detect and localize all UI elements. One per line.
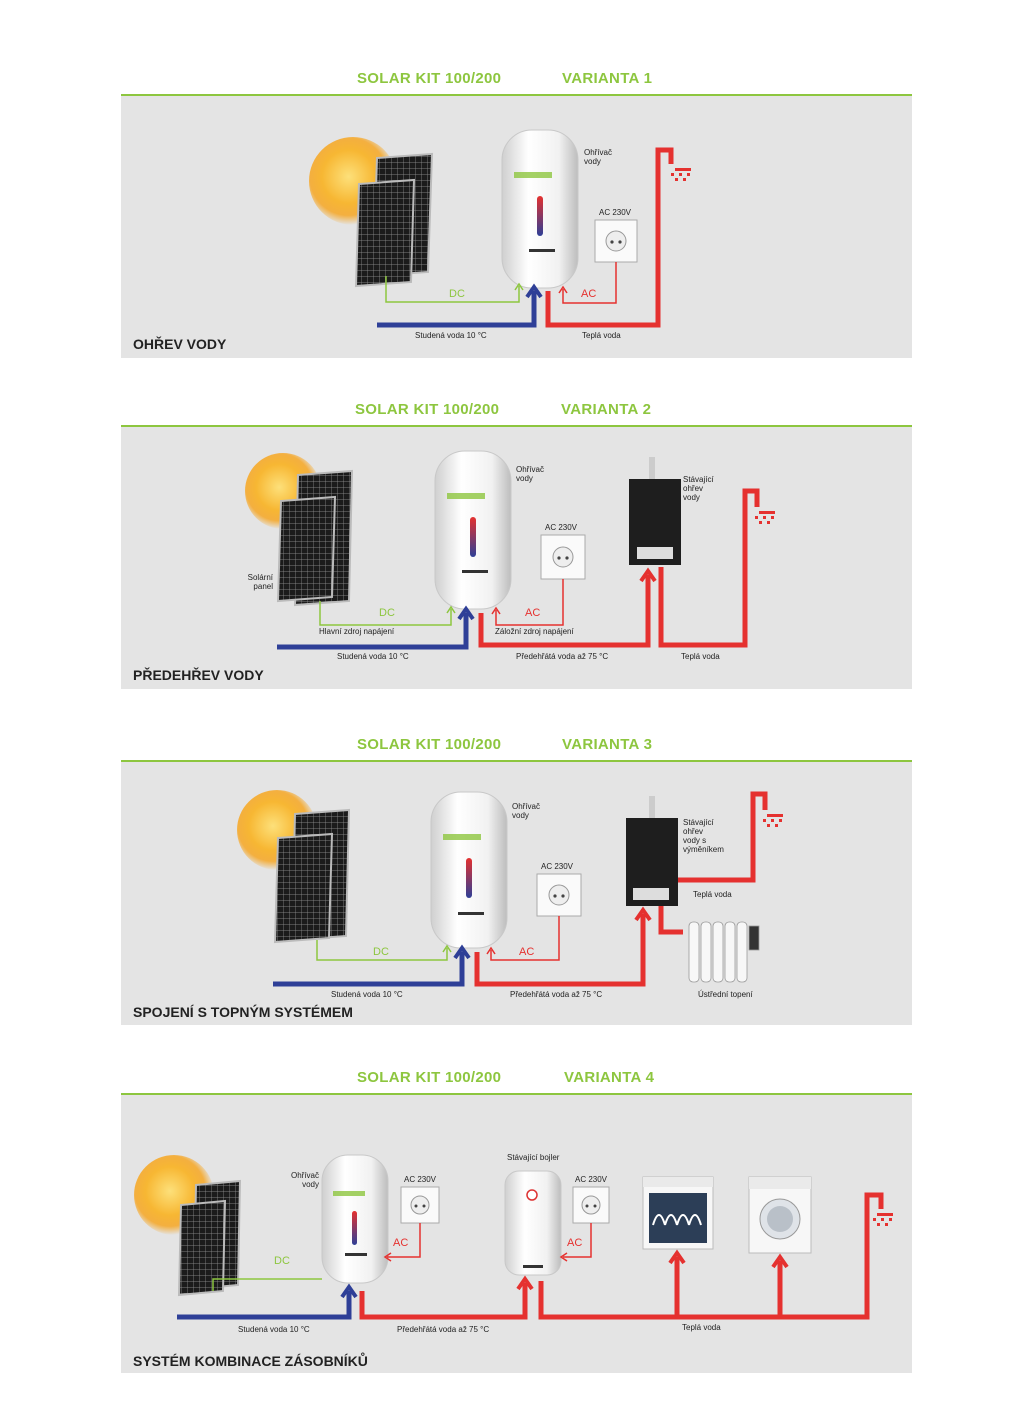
heater-label: Ohřívač vody: [290, 1171, 319, 1189]
gas-boiler-icon: [629, 457, 681, 565]
existing-boiler-label: Stávající bojler: [507, 1153, 560, 1162]
solar-panel-icon: [354, 152, 434, 288]
diagram-panel-1: Ohřívač vody AC 230V DC AC Studená voda …: [121, 94, 912, 358]
water-heater-icon: [504, 1170, 562, 1276]
kit-name-2: SOLAR KIT 100/200: [355, 401, 500, 418]
socket-label: AC 230V: [599, 208, 632, 217]
socket-label: AC 230V: [545, 523, 578, 532]
variant-label-3: VARIANTA 3: [562, 736, 653, 753]
preheated-water-label: Předehřátá voda až 75 °C: [397, 1325, 490, 1334]
backup-power-label: Záložní zdroj napájení: [495, 627, 574, 636]
variant-label-1: VARIANTA 1: [562, 70, 653, 87]
water-heater-icon: [321, 1154, 389, 1284]
diagram-panel-3: Ohřívač vody AC 230V Stávající ohřev vod…: [121, 760, 912, 1025]
power-socket-icon: [594, 219, 638, 263]
socket-label-2: AC 230V: [575, 1175, 608, 1184]
dc-label: DC: [274, 1255, 290, 1267]
radiator-icon: [688, 921, 760, 983]
main-power-label: Hlavní zdroj napájení: [319, 627, 395, 636]
dc-label: DC: [379, 607, 395, 619]
preheated-water-label: Předehřátá voda až 75 °C: [516, 652, 609, 661]
solar-panel-label: Solární panel: [247, 573, 273, 591]
heater-label: Ohřívač vody: [516, 465, 545, 483]
socket-label-1: AC 230V: [404, 1175, 437, 1184]
power-socket-icon: [540, 534, 586, 580]
kit-name-3: SOLAR KIT 100/200: [357, 736, 502, 753]
solar-panel-icon: [177, 1179, 242, 1297]
kit-name-4: SOLAR KIT 100/200: [357, 1069, 502, 1086]
variant-label-2: VARIANTA 2: [561, 401, 652, 418]
diagram-panel-4: Ohřívač vody AC 230V Stávající bojler AC…: [121, 1093, 912, 1373]
power-socket-icon: [400, 1186, 440, 1224]
water-heater-icon: [434, 450, 512, 610]
ac-label: AC: [519, 946, 535, 958]
washing-machine-icon: [748, 1176, 812, 1254]
power-socket-icon: [536, 873, 582, 917]
gas-boiler-icon: [626, 796, 678, 906]
central-heating-label: Ústřední topení: [698, 990, 753, 999]
hot-water-label: Teplá voda: [582, 331, 621, 340]
cold-water-label: Studená voda 10 °C: [331, 990, 403, 999]
ac-label-1: AC: [393, 1237, 409, 1249]
heater-label: Ohřívač vody: [584, 148, 613, 166]
heater-label: Ohřívač vody: [512, 802, 541, 820]
hot-water-label: Teplá voda: [693, 890, 732, 899]
ac-label: AC: [581, 288, 597, 300]
dc-label: DC: [373, 946, 389, 958]
panel-title-2: PŘEDEHŘEV VODY: [133, 667, 264, 683]
socket-label: AC 230V: [541, 862, 574, 871]
shower-icon: [671, 168, 691, 181]
ac-label: AC: [525, 607, 541, 619]
dc-label: DC: [449, 288, 465, 300]
hot-water-label: Teplá voda: [681, 652, 720, 661]
panel-title-1: OHŘEV VODY: [133, 336, 227, 352]
dishwasher-icon: [642, 1176, 714, 1250]
hot-water-label: Teplá voda: [682, 1323, 721, 1332]
water-heater-icon: [430, 791, 508, 949]
existing-heater-label: Stávající ohřev vody s výměníkem: [683, 818, 724, 854]
shower-icon: [873, 1213, 893, 1226]
diagram-panel-2: Ohřívač vody AC 230V Solární panel Stáva…: [121, 425, 912, 689]
ac-label-2: AC: [567, 1237, 583, 1249]
preheated-water-label: Předehřátá voda až 75 °C: [510, 990, 603, 999]
cold-water-label: Studená voda 10 °C: [238, 1325, 310, 1334]
power-socket-icon: [572, 1186, 610, 1224]
shower-icon: [755, 511, 775, 524]
variant-label-4: VARIANTA 4: [564, 1069, 655, 1086]
water-heater-icon: [501, 129, 579, 289]
panel-title-3: SPOJENÍ S TOPNÝM SYSTÉMEM: [133, 1004, 353, 1020]
cold-water-label: Studená voda 10 °C: [337, 652, 409, 661]
solar-panel-icon: [273, 808, 351, 944]
kit-name-1: SOLAR KIT 100/200: [357, 70, 502, 87]
cold-water-label: Studená voda 10 °C: [415, 331, 487, 340]
shower-icon: [763, 814, 783, 827]
existing-heater-label: Stávající ohřev vody: [683, 475, 714, 502]
solar-panel-icon: [276, 469, 354, 607]
panel-title-4: SYSTÉM KOMBINACE ZÁSOBNÍKŮ: [133, 1353, 368, 1369]
